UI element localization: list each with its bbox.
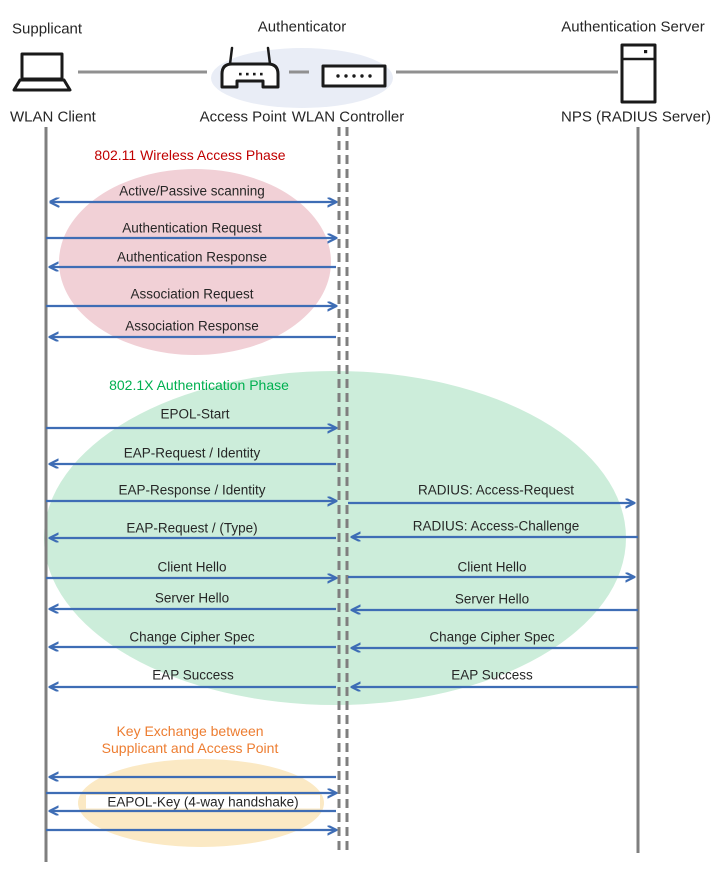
message-label: Active/Passive scanning — [119, 183, 265, 199]
message-label: EPOL-Start — [160, 406, 230, 422]
message-label: Association Response — [125, 318, 259, 334]
wlan-client-label: WLAN Client — [10, 108, 96, 126]
message-label: EAP-Request / (Type) — [126, 520, 258, 536]
eapol-key-label-background — [86, 795, 320, 809]
message-label: Client Hello — [157, 559, 227, 575]
message-arrows-radius-segment — [348, 503, 638, 687]
access-point-label: Access Point — [199, 108, 287, 126]
wlan-controller-label: WLAN Controller — [291, 108, 405, 126]
message-label: EAP-Response / Identity — [118, 482, 266, 498]
server-icon — [620, 43, 657, 104]
message-label: Client Hello — [457, 559, 527, 575]
message-label: Change Cipher Spec — [429, 629, 555, 645]
supplicant-role-label: Supplicant — [12, 20, 83, 38]
message-label: EAP-Request / Identity — [123, 445, 261, 461]
message-label: EAP Success — [152, 667, 234, 683]
phase1-title: 802.11 Wireless Access Phase — [94, 147, 286, 163]
message-label: Change Cipher Spec — [129, 629, 255, 645]
message-label: RADIUS: Access-Challenge — [412, 518, 580, 534]
nps-radius-server-label: NPS (RADIUS Server) — [560, 108, 712, 126]
message-label: Server Hello — [454, 591, 530, 607]
phase1-ellipse — [59, 169, 331, 355]
message-label: Authentication Request — [122, 220, 262, 236]
phase2-title: 802.1X Authentication Phase — [109, 377, 289, 393]
message-arrows-client-segment — [46, 202, 336, 830]
server-role-label: Authentication Server — [561, 18, 705, 36]
authenticator-role-label: Authenticator — [257, 18, 347, 36]
message-label: Server Hello — [154, 590, 230, 606]
wlan-controller-icon — [321, 64, 387, 88]
laptop-icon — [12, 52, 72, 92]
message-label: RADIUS: Access-Request — [417, 482, 575, 498]
access-point-icon — [220, 46, 280, 89]
phase3-title-line2: Supplicant and Access Point — [101, 740, 279, 756]
phase3-title-line1: Key Exchange between — [116, 723, 264, 739]
message-label: Association Request — [130, 286, 254, 302]
eapol-key-message-label: EAPOL-Key (4-way handshake) — [107, 794, 299, 810]
message-label: Authentication Response — [116, 249, 268, 265]
message-label: EAP Success — [451, 667, 533, 683]
authenticator-lifeline — [337, 127, 349, 851]
